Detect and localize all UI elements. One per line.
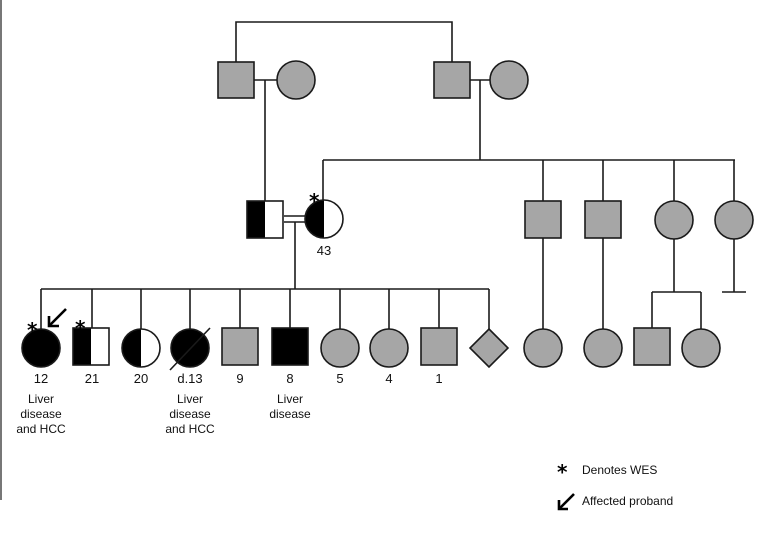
svg-text:disease: disease: [20, 407, 62, 421]
individual-5-circle: [320, 328, 360, 368]
legend-proband-text: Affected proband: [582, 494, 673, 508]
svg-text:Liver: Liver: [177, 392, 203, 406]
individual-8-affected-square: [271, 327, 309, 366]
individual-13-deceased-affected-circle: [169, 327, 211, 371]
phenotype-note-12: Liver disease and HCC: [16, 392, 66, 436]
label-20: 20: [134, 371, 148, 386]
mother-carrier-circle: [304, 199, 344, 239]
phenotype-note-8: Liver disease: [269, 392, 311, 421]
generation3-labels: 12 21 20 d.13 9 8 5 4 1: [34, 371, 443, 386]
proband-12-affected-circle: [21, 328, 61, 368]
label-13: d.13: [177, 371, 202, 386]
father-carrier-square: [246, 200, 284, 239]
individual-9-square: [221, 327, 259, 366]
proband-arrow-icon: [47, 308, 67, 328]
unknown-sex-diamond: [468, 327, 510, 369]
svg-text:and HCC: and HCC: [16, 422, 66, 436]
individual-1-square: [420, 327, 458, 366]
aunt-1-circle: [654, 200, 694, 240]
grandfather-right-square: [433, 61, 471, 99]
label-5: 5: [336, 371, 343, 386]
label-1: 1: [435, 371, 442, 386]
uncle-1-square: [524, 200, 562, 239]
grandfather-left-square: [217, 61, 255, 99]
individual-4-circle: [369, 328, 409, 368]
individuals: [21, 60, 754, 371]
grandmother-left-circle: [276, 60, 316, 100]
legend-arrow-icon: [557, 493, 575, 511]
grandfathers-sibling-line: [235, 21, 453, 62]
legend: * Denotes WES Affected proband: [557, 460, 673, 511]
svg-text:and HCC: and HCC: [165, 422, 215, 436]
wes-star-21: *: [75, 316, 86, 340]
svg-text:Liver: Liver: [28, 392, 54, 406]
wes-star-12: *: [27, 318, 38, 342]
label-4: 4: [385, 371, 392, 386]
cousin-1-circle: [523, 328, 563, 368]
label-8: 8: [286, 371, 293, 386]
uncle-2-square: [584, 200, 622, 239]
cousin-2-circle: [583, 328, 623, 368]
cousin-4-circle: [681, 328, 721, 368]
label-12: 12: [34, 371, 48, 386]
wes-star-mother: *: [309, 189, 320, 213]
phenotype-note-13: Liver disease and HCC: [165, 392, 215, 436]
connector-lines: [40, 21, 746, 329]
label-9: 9: [236, 371, 243, 386]
svg-text:disease: disease: [269, 407, 311, 421]
individual-21-carrier-square: [72, 327, 110, 366]
legend-wes-text: Denotes WES: [582, 463, 657, 477]
mother-age-label: 43: [317, 243, 331, 258]
aunt-2-circle: [714, 200, 754, 240]
label-21: 21: [85, 371, 99, 386]
grandmother-right-circle: [489, 60, 529, 100]
cousin-3-square: [633, 327, 671, 366]
legend-wes-star: *: [557, 460, 568, 484]
svg-text:disease: disease: [169, 407, 211, 421]
individual-20-carrier-circle: [121, 328, 161, 368]
svg-text:Liver: Liver: [277, 392, 303, 406]
